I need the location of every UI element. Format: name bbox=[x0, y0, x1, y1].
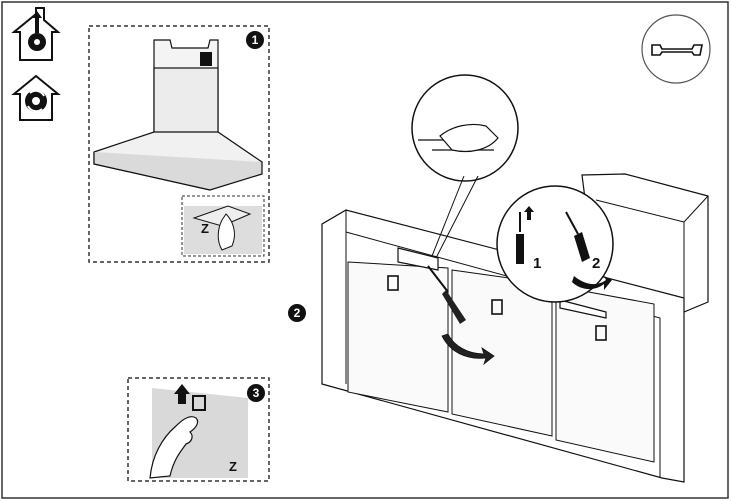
step1-number: 1 bbox=[252, 33, 259, 47]
step3-badge: 3 bbox=[247, 384, 265, 402]
step1-badge: 1 bbox=[246, 31, 264, 49]
step3-panel bbox=[127, 377, 270, 482]
detail-magnifier-right bbox=[496, 185, 614, 303]
z-step3-label: Z bbox=[229, 459, 237, 474]
step3-number: 3 bbox=[253, 386, 260, 400]
detail-magnifier-top bbox=[411, 74, 519, 259]
screwdriver-main bbox=[427, 265, 466, 324]
wrench-icon bbox=[641, 14, 711, 84]
step2-number: 2 bbox=[294, 306, 301, 320]
z-inset-label: Z bbox=[201, 221, 209, 236]
recirculation-house-icon bbox=[11, 74, 61, 121]
rotate-arrow-main bbox=[441, 333, 495, 366]
callout-screwdriver-1: 1 bbox=[533, 255, 541, 272]
step1-panel bbox=[88, 25, 270, 263]
ducted-air-house-icon bbox=[11, 7, 61, 61]
step2-badge: 2 bbox=[288, 304, 306, 322]
callout-screwdriver-2: 2 bbox=[592, 255, 600, 272]
